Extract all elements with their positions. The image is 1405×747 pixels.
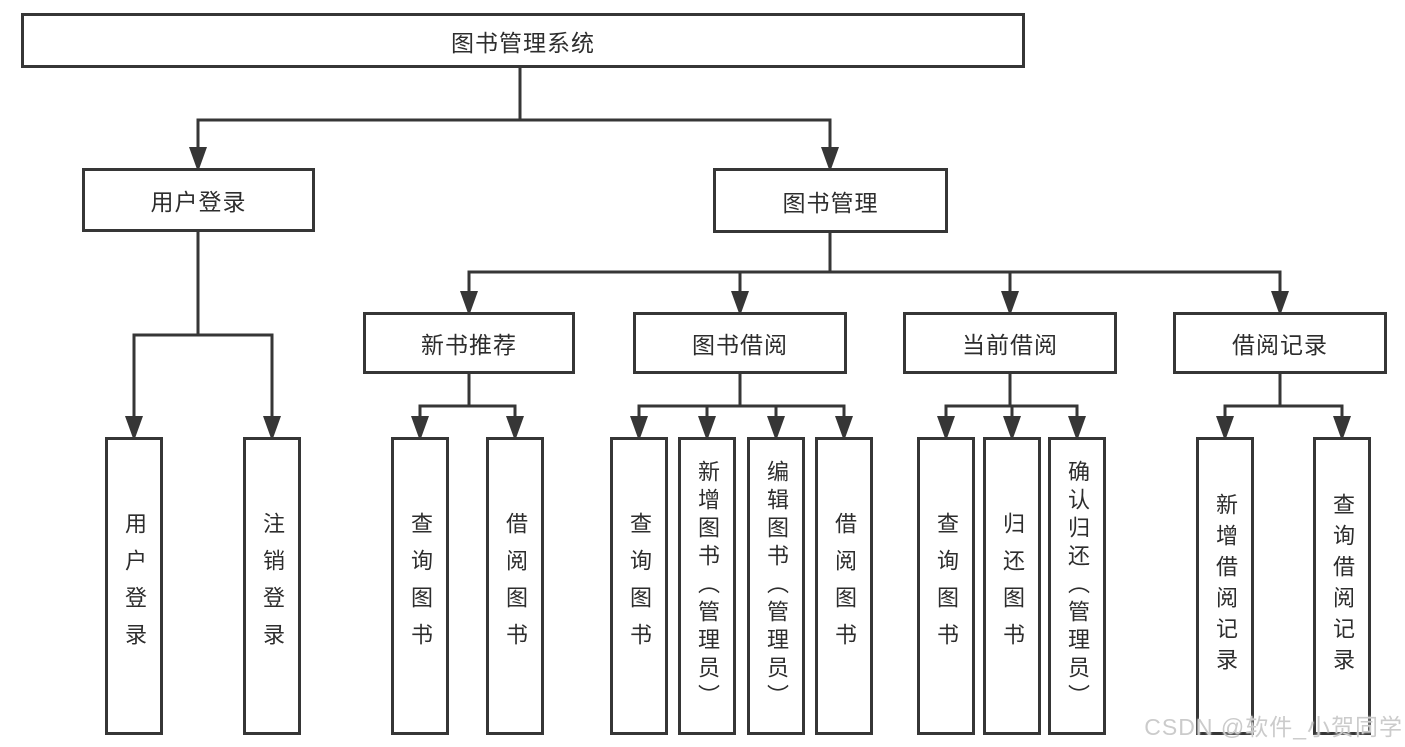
- connector-book-borrowing-children: [630, 374, 853, 441]
- leaf-query-borrow-record: 查询借阅记录: [1313, 437, 1371, 735]
- leaf-label: 查询图书: [627, 512, 652, 660]
- leaf-label: 注销登录: [260, 512, 285, 660]
- connector-book-management-children: [460, 232, 1289, 316]
- node-borrowing-records: 借阅记录: [1173, 312, 1387, 374]
- arrow-down-icon: [506, 416, 524, 441]
- node-new-book-recommend: 新书推荐: [363, 312, 575, 374]
- arrow-down-icon: [1216, 416, 1234, 441]
- leaf-borrow-books-recommend: 借阅图书: [486, 437, 544, 735]
- leaf-label: 借阅图书: [503, 512, 528, 660]
- leaf-label: 归还图书: [1000, 512, 1025, 660]
- leaf-label: 编辑图书（管理员）: [764, 460, 789, 712]
- leaf-edit-books-admin: 编辑图书（管理员）: [747, 437, 805, 735]
- arrow-down-icon: [1271, 291, 1289, 316]
- leaf-user-login: 用户登录: [105, 437, 163, 735]
- leaf-query-books-recommend: 查询图书: [391, 437, 449, 735]
- connector-current-borrowing-children: [937, 374, 1086, 441]
- leaf-query-books-borrow: 查询图书: [610, 437, 668, 735]
- leaf-add-books-admin: 新增图书（管理员）: [678, 437, 736, 735]
- arrow-down-icon: [937, 416, 955, 441]
- leaf-logout-login: 注销登录: [243, 437, 301, 735]
- connector-new-book-recommend-children: [411, 374, 524, 441]
- node-book-borrowing: 图书借阅: [633, 312, 847, 374]
- arrow-down-icon: [1068, 416, 1086, 441]
- arrow-down-icon: [698, 416, 716, 441]
- arrow-down-icon: [189, 147, 207, 172]
- arrow-down-icon: [821, 147, 839, 172]
- arrow-down-icon: [411, 416, 429, 441]
- leaf-query-books-current: 查询图书: [917, 437, 975, 735]
- leaf-label: 查询借阅记录: [1330, 493, 1355, 679]
- leaf-label: 查询图书: [408, 512, 433, 660]
- arrow-down-icon: [125, 416, 143, 441]
- leaf-label: 确认归还（管理员）: [1065, 460, 1090, 712]
- arrow-down-icon: [1333, 416, 1351, 441]
- connector-user-login-children: [125, 232, 281, 441]
- arrow-down-icon: [731, 291, 749, 316]
- node-root-library-system: 图书管理系统: [21, 13, 1025, 68]
- leaf-borrow-books-borrow: 借阅图书: [815, 437, 873, 735]
- leaf-label: 借阅图书: [832, 512, 857, 660]
- leaf-label: 新增借阅记录: [1213, 493, 1238, 679]
- leaf-add-borrow-record: 新增借阅记录: [1196, 437, 1254, 735]
- leaf-label: 查询图书: [934, 512, 959, 660]
- leaf-return-books: 归还图书: [983, 437, 1041, 735]
- arrow-down-icon: [1003, 416, 1021, 441]
- connector-root-to-level2: [189, 68, 839, 172]
- connector-borrowing-records-children: [1216, 374, 1351, 441]
- node-current-borrowing: 当前借阅: [903, 312, 1117, 374]
- node-user-login: 用户登录: [82, 168, 315, 232]
- leaf-label: 新增图书（管理员）: [695, 460, 720, 712]
- node-book-management: 图书管理: [713, 168, 948, 233]
- leaf-label: 用户登录: [122, 512, 147, 660]
- arrow-down-icon: [767, 416, 785, 441]
- arrow-down-icon: [1001, 291, 1019, 316]
- watermark: CSDN @软件_小贺同学: [1144, 714, 1403, 740]
- arrow-down-icon: [835, 416, 853, 441]
- arrow-down-icon: [630, 416, 648, 441]
- arrow-down-icon: [263, 416, 281, 441]
- arrow-down-icon: [460, 291, 478, 316]
- leaf-confirm-return-admin: 确认归还（管理员）: [1048, 437, 1106, 735]
